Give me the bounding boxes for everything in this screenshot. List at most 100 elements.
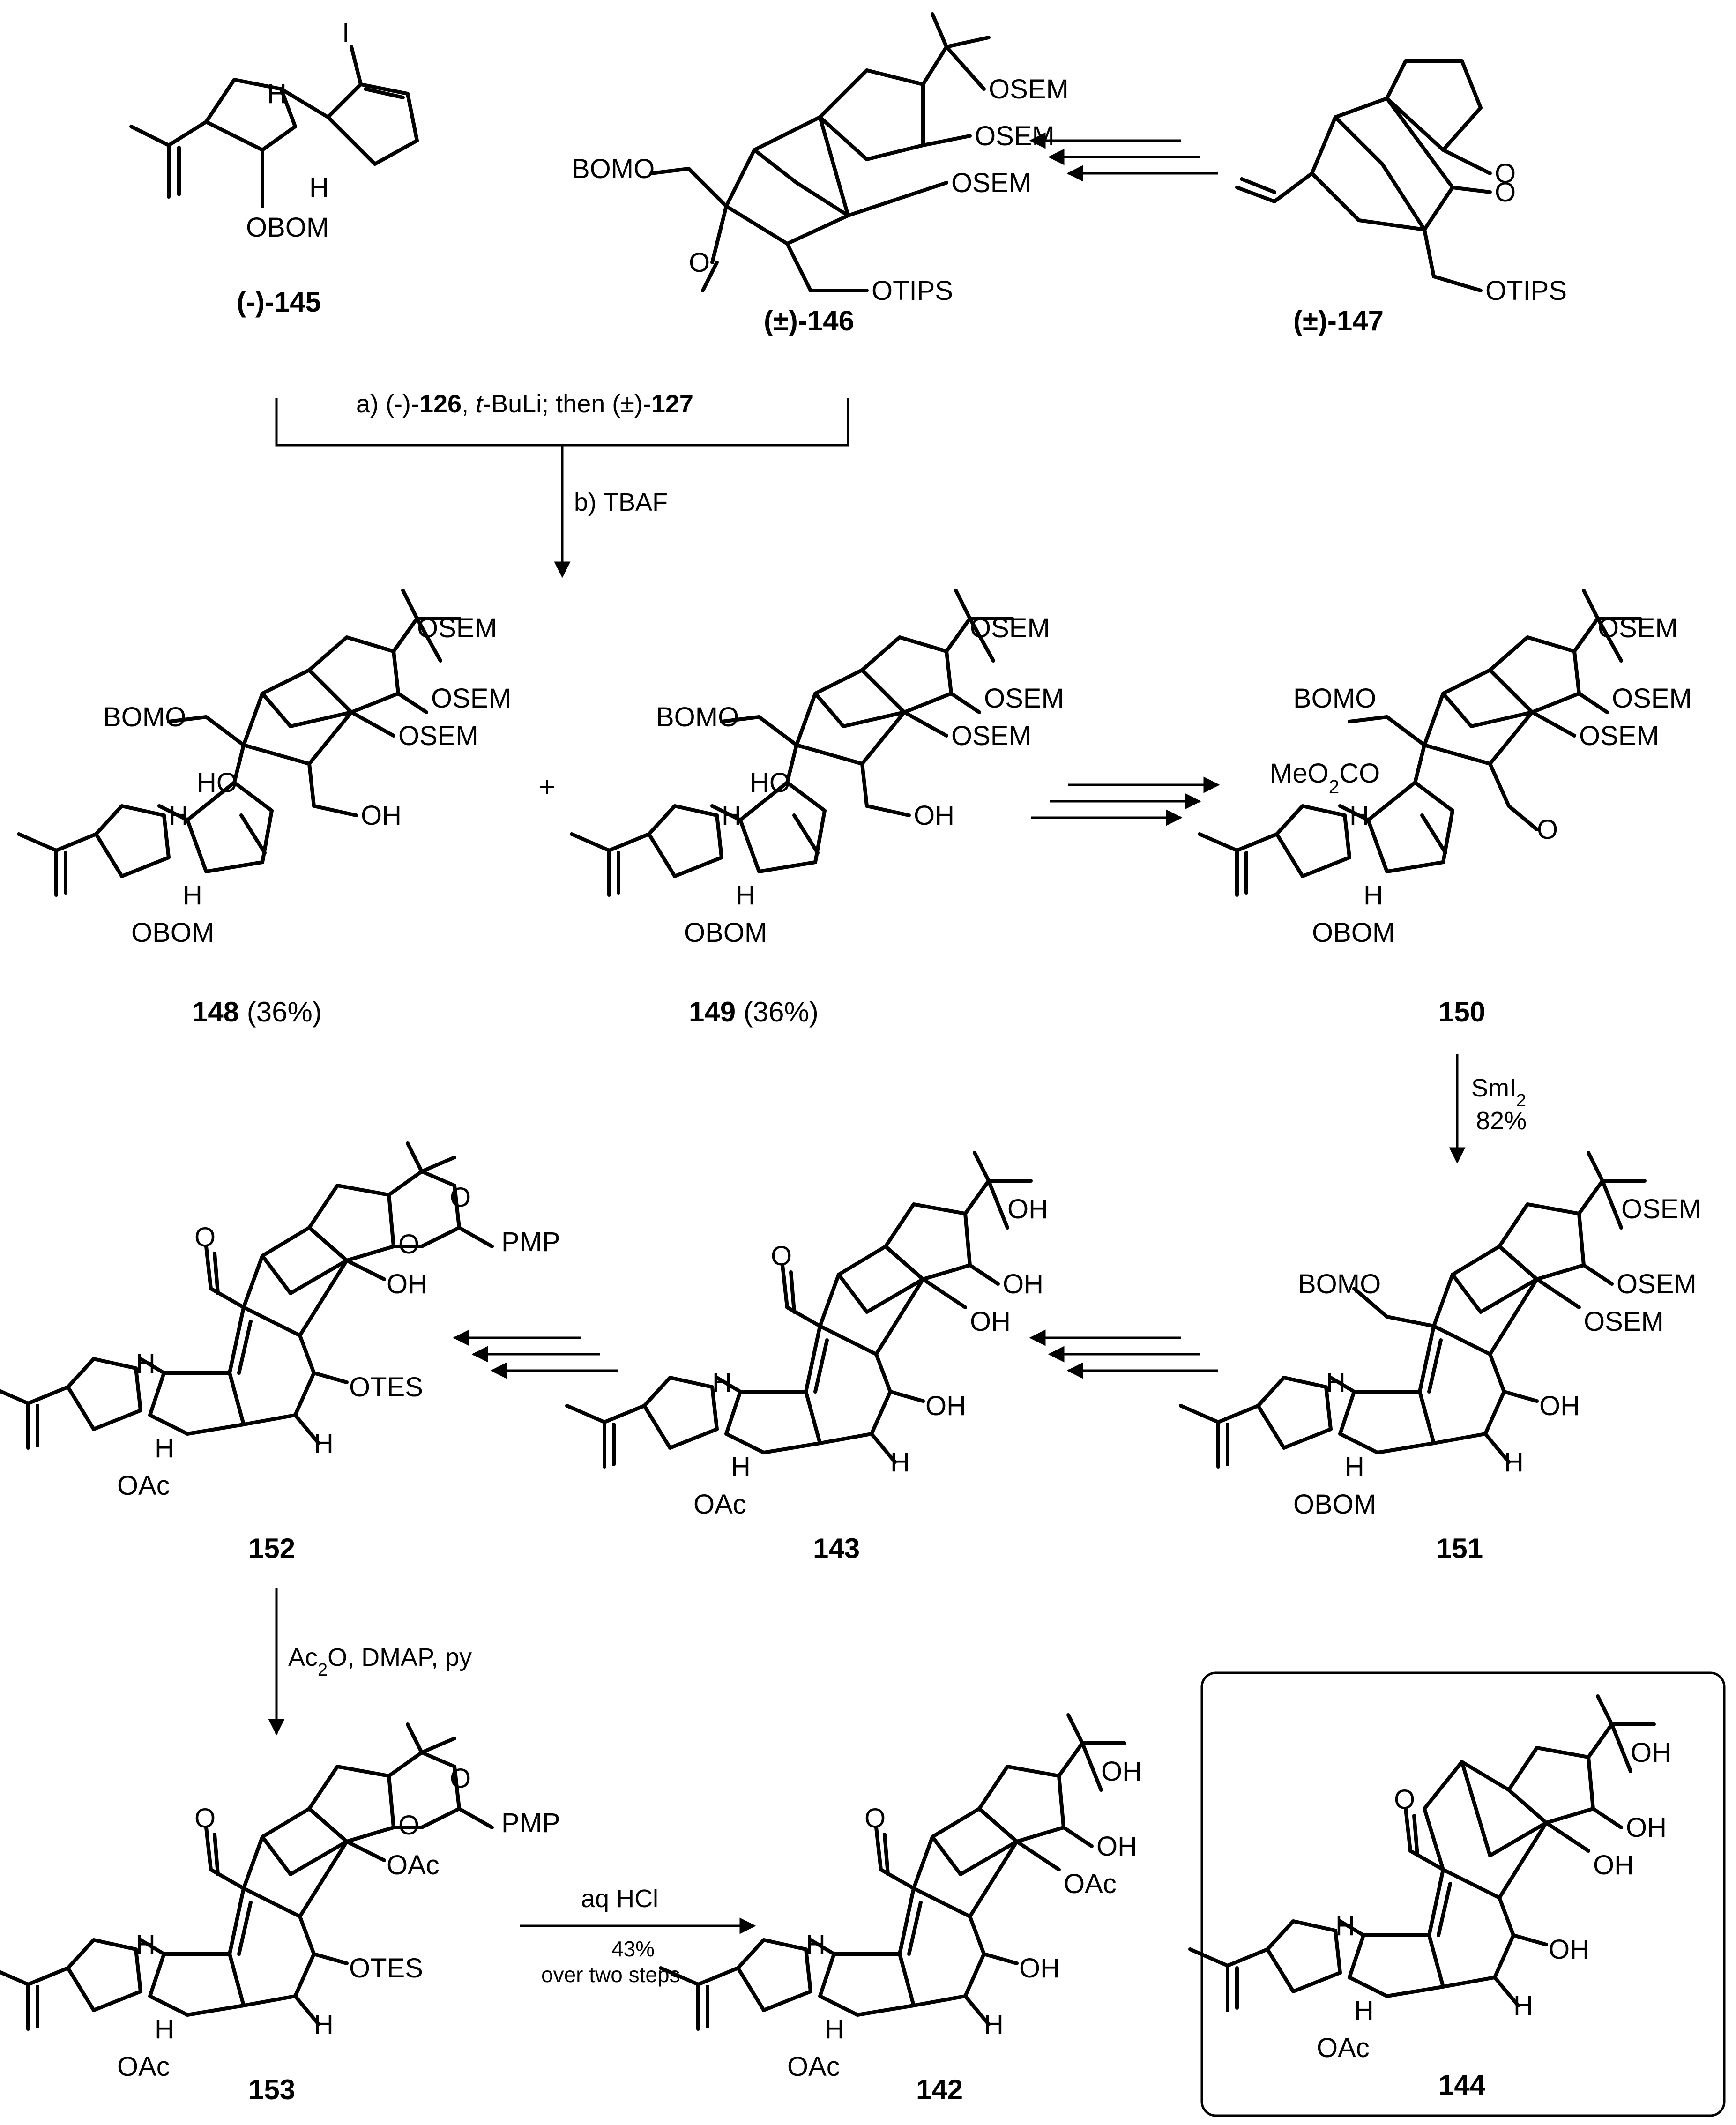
h-atom: H <box>155 2014 174 2044</box>
oh-group: OH <box>1549 1934 1589 1965</box>
multistep-arrow <box>1031 776 1220 826</box>
oh-group: OH <box>925 1391 966 1421</box>
osem-group: OSEM <box>398 721 478 751</box>
oxygen-atom: O <box>194 1803 216 1834</box>
h-atom: H <box>731 1452 751 1482</box>
bomo-group: BOMO <box>572 154 655 184</box>
otips-group: OTIPS <box>872 276 953 306</box>
osem-group: OSEM <box>984 683 1064 714</box>
h-atom: H <box>1335 1911 1355 1941</box>
compound-146: OSEM BOMO OSEM OSEM O OTIPS <box>572 12 1069 306</box>
oac-group: OAc <box>787 2051 840 2082</box>
bomo-group: BOMO <box>1298 1269 1381 1299</box>
h-atom: H <box>712 1367 732 1398</box>
compound-label: 148 (36%) <box>192 996 322 1028</box>
h-atom: H <box>1354 1995 1374 2026</box>
obom-group: OBOM <box>246 212 329 243</box>
osem-group: OSEM <box>951 168 1031 198</box>
oh-group: OH <box>970 1306 1011 1337</box>
h-atom: H <box>984 2009 1004 2040</box>
multistep-arrow <box>453 1329 618 1379</box>
oac-group: OAc <box>387 1850 440 1880</box>
otips-group: OTIPS <box>1485 276 1567 306</box>
compound-label: (-)-145 <box>237 286 321 318</box>
oh-group: OH <box>914 800 954 831</box>
deprotection-arrow: aq HCl 43% over two steps <box>520 1885 756 1987</box>
h-atom: H <box>1345 1452 1364 1482</box>
osem-group: OSEM <box>951 721 1031 751</box>
oxygen-atom: O <box>398 1810 419 1841</box>
h-atom: H <box>136 1349 156 1379</box>
pmp-group: PMP <box>501 1808 560 1838</box>
oxygen-atom: O <box>450 1763 471 1794</box>
condition-aqhcl: aq HCl <box>581 1885 658 1913</box>
h-atom: H <box>736 880 755 910</box>
obom-group: OBOM <box>684 917 767 948</box>
acetylation-arrow: Ac2O, DMAP, py <box>268 1588 472 1736</box>
oac-group: OAc <box>693 1489 746 1520</box>
h-atom: H <box>267 79 287 109</box>
osem-group: OSEM <box>1612 683 1692 714</box>
oh-group: OH <box>1593 1850 1634 1880</box>
ho-group: HO <box>750 768 790 798</box>
oac-group: OAc <box>1317 2033 1370 2063</box>
compound-144: OH O OH OH H OH H H OAc <box>1190 1694 1671 2063</box>
h-atom: H <box>1349 800 1369 831</box>
osem-group: OSEM <box>1579 721 1659 751</box>
oh-group: OH <box>1019 1953 1060 1983</box>
oh-group: OH <box>1003 1269 1043 1299</box>
oh-group: OH <box>387 1269 427 1299</box>
compound-147: O O OTIPS <box>1235 59 1567 306</box>
methyl-carbonate-group: MeO2CO <box>1270 758 1380 798</box>
compound-label: (±)-147 <box>1293 305 1384 336</box>
plus-sign: + <box>539 771 555 803</box>
osem-group: OSEM <box>1617 1269 1697 1299</box>
condition-smi2: SmI2 <box>1471 1074 1526 1111</box>
osem-group: OSEM <box>417 613 497 643</box>
compound-152: O O O PMP OH H OTES H H OAc <box>0 1141 560 1501</box>
h-atom: H <box>1513 1991 1533 2021</box>
ho-group: HO <box>197 768 238 798</box>
osem-group: OSEM <box>970 613 1050 643</box>
compound-label: (±)-146 <box>764 305 854 336</box>
iodine-atom: I <box>342 18 350 48</box>
h-atom: H <box>1326 1367 1346 1398</box>
multistep-arrow <box>1029 132 1218 182</box>
compound-label: 149 (36%) <box>689 996 819 1028</box>
multistep-arrow <box>1029 1329 1218 1379</box>
obom-group: OBOM <box>1293 1489 1376 1520</box>
h-atom: H <box>314 2009 334 2040</box>
compound-label: 152 <box>248 1533 295 1564</box>
osem-group: OSEM <box>989 74 1069 104</box>
compound-150: OSEM BOMO OSEM MeO2CO OSEM O H H OBOM <box>1200 589 1692 948</box>
h-atom: H <box>155 1433 174 1463</box>
oxygen-atom: O <box>1495 158 1516 189</box>
oh-group: OH <box>1101 1756 1142 1787</box>
oxygen-atom: O <box>450 1182 471 1213</box>
condition-note: over two steps <box>541 1962 680 1987</box>
oac-group: OAc <box>117 1470 170 1501</box>
target-compound-box <box>1200 1671 1726 2117</box>
compound-151: OSEM BOMO OSEM OSEM H OH H H OBOM <box>1181 1151 1701 1520</box>
osem-group: OSEM <box>1598 613 1678 643</box>
condition-step-a: a) (-)-126, t-BuLi; then (±)-127 <box>356 390 693 418</box>
osem-group: OSEM <box>431 683 511 714</box>
compound-149: OSEM BOMO OSEM OSEM HO OH H H OBOM <box>572 589 1064 948</box>
compound-label: 142 <box>916 2074 963 2105</box>
compound-label: 143 <box>813 1533 860 1564</box>
oac-group: OAc <box>117 2051 170 2082</box>
h-atom: H <box>136 1930 156 1960</box>
bomo-group: BOMO <box>1293 683 1376 714</box>
compound-145: I H H OBOM <box>129 18 419 243</box>
compound-label: 144 <box>1438 2069 1486 2101</box>
pmp-group: PMP <box>501 1227 560 1257</box>
osem-group: OSEM <box>1584 1306 1664 1337</box>
oxygen-atom: O <box>1394 1784 1415 1815</box>
h-atom: H <box>169 800 188 831</box>
h-atom: H <box>314 1428 334 1459</box>
compound-148: OSEM BOMO OSEM OSEM HO OH H H OBOM <box>19 589 511 948</box>
h-atom: H <box>183 880 202 910</box>
coupling-step: a) (-)-126, t-BuLi; then (±)-127 b) TBAF <box>275 390 849 578</box>
condition-step-b: b) TBAF <box>574 488 668 516</box>
